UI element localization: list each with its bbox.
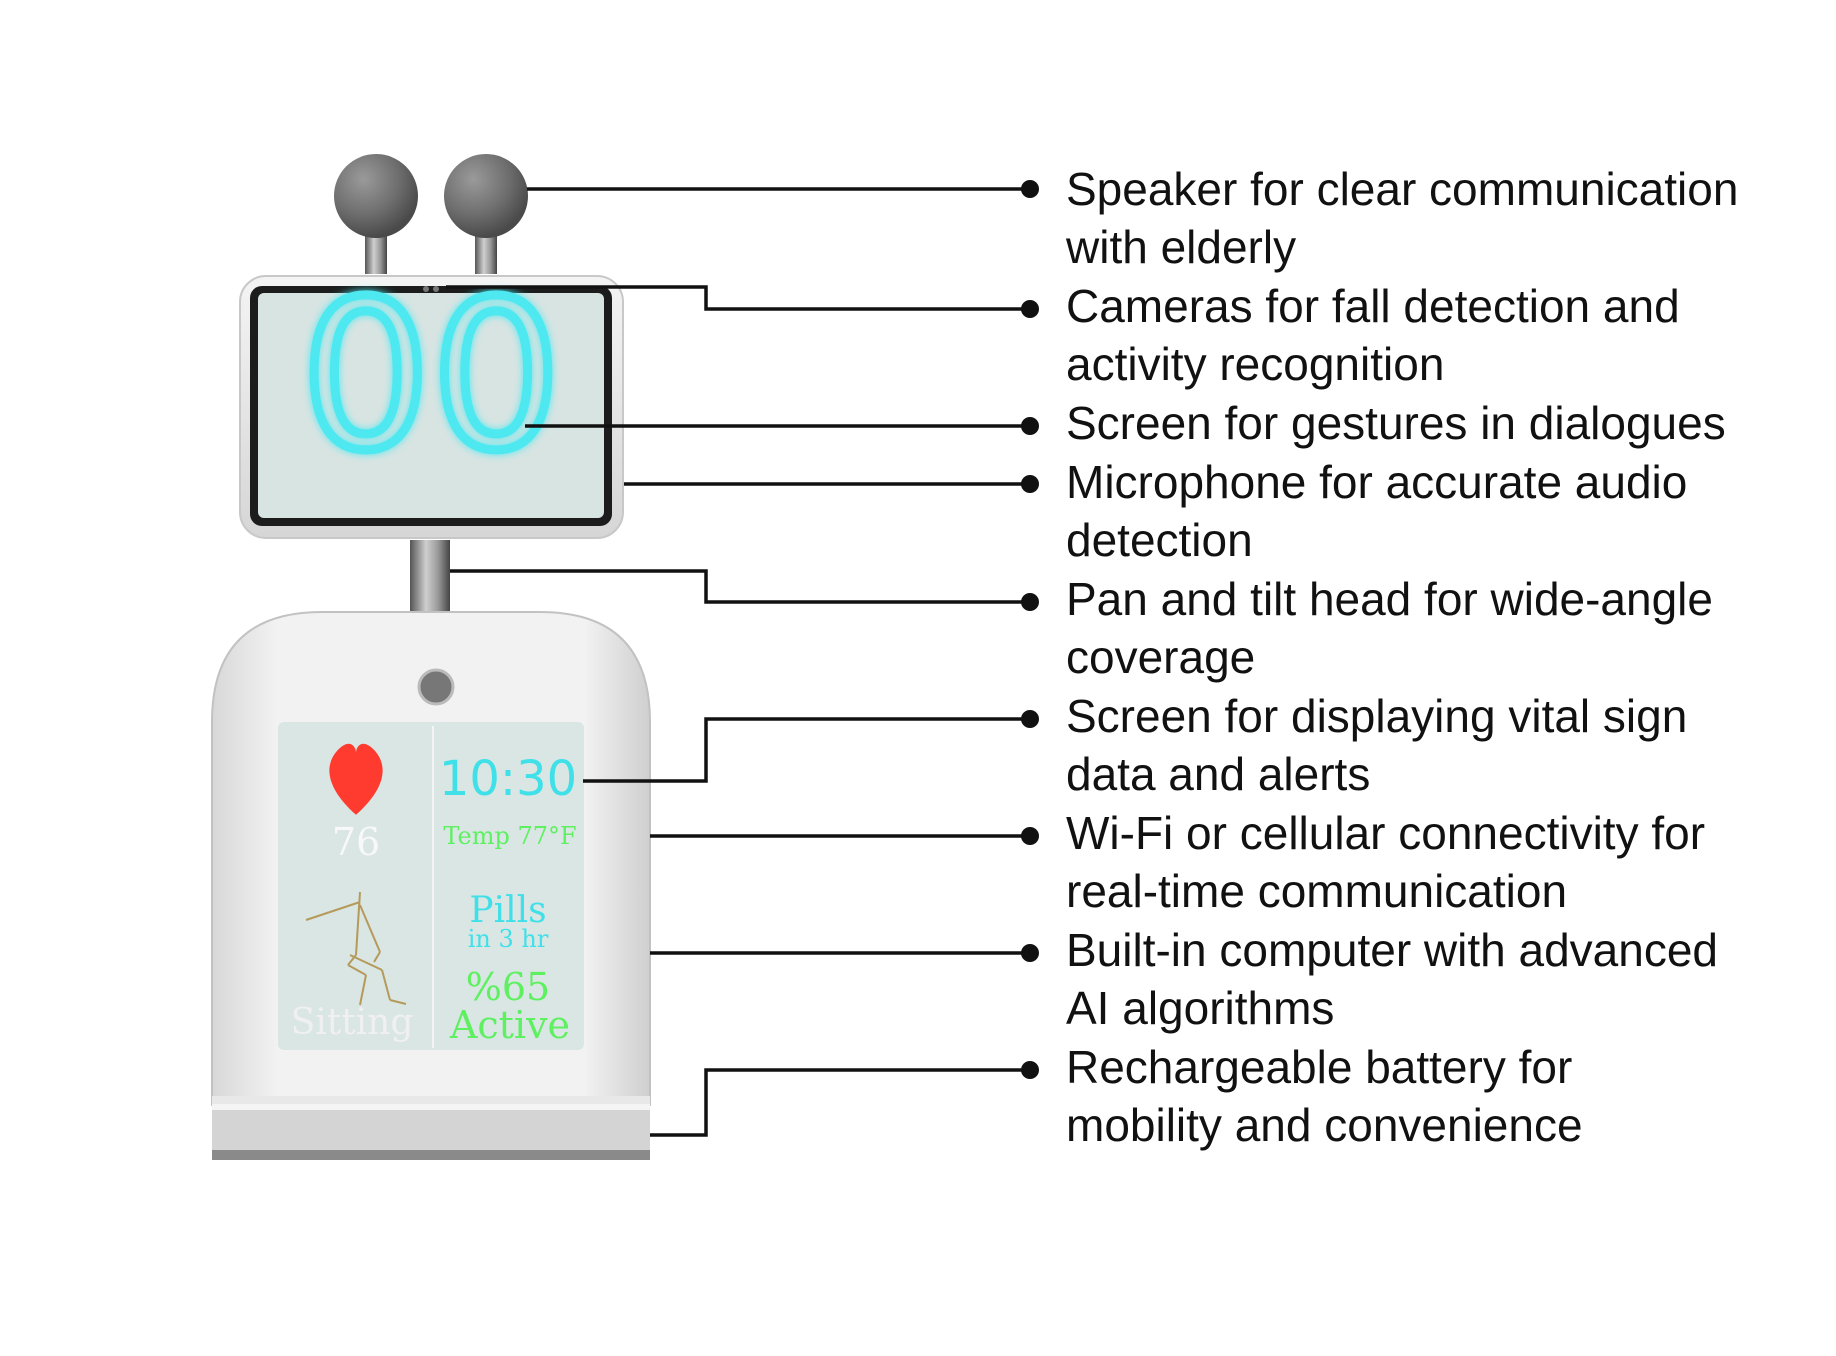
callout-dot-connectivity [1021, 827, 1039, 845]
speaker-right [444, 154, 528, 274]
heart-icon [329, 743, 383, 815]
temperature-value: Temp 77°F [443, 822, 576, 850]
callout-lines [446, 187, 1026, 1137]
body-camera-icon [417, 668, 455, 706]
sitting-figure-icon [305, 891, 407, 1006]
callout-dot-battery [1021, 1061, 1039, 1079]
callout-dot-screen-vitals [1021, 710, 1039, 728]
posture-label: Sitting [291, 1002, 414, 1043]
callout-dot-computer [1021, 944, 1039, 962]
callout-dot-microphone [1021, 475, 1039, 493]
callout-line-battery [650, 1068, 1026, 1137]
speaker-left [334, 154, 418, 274]
time-value: 10:30 [439, 751, 577, 807]
vitals-screen: 76 10:30 Temp 77°F Pills in 3 hr %65 Act… [278, 722, 584, 1050]
callout-line-screen-vitals [583, 717, 1026, 783]
neck-pole [410, 540, 450, 616]
eyes-display: 00 [301, 258, 562, 496]
heart-rate-value: 76 [332, 820, 380, 864]
callout-dot-screen-gestures [1021, 417, 1039, 435]
label-screen-gestures: Screen for gestures in dialogues [1066, 397, 1726, 449]
callout-line-pan-tilt [450, 569, 1026, 604]
callout-dot-speaker [1021, 180, 1039, 198]
activity-percent: %65 [466, 965, 550, 1009]
head-display: 00 [239, 254, 624, 539]
camera-dot-left [423, 286, 429, 292]
camera-dot-right [433, 286, 439, 292]
callout-line-cameras [446, 285, 1026, 311]
pills-time: in 3 hr [468, 925, 549, 953]
activity-label: Active [449, 1003, 570, 1047]
callout-dots [1021, 180, 1039, 1079]
callout-dot-cameras [1021, 300, 1039, 318]
callout-dot-pan-tilt [1021, 593, 1039, 611]
pills-label: Pills [469, 890, 546, 931]
